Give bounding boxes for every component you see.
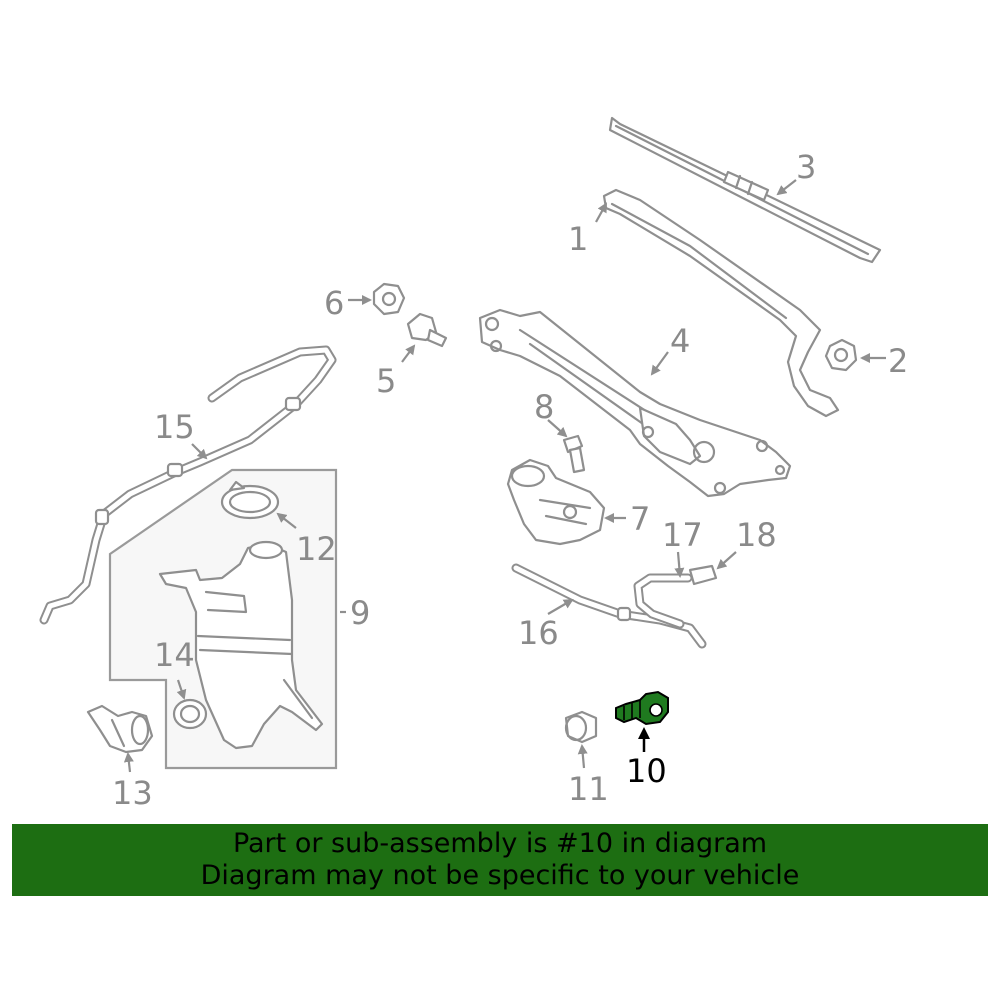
hose-connector-part (688, 564, 718, 586)
callout-17: 17 (662, 516, 703, 554)
leader-11 (577, 744, 588, 769)
wiper-blade-part (608, 116, 882, 264)
reservoir-cap-part (220, 480, 280, 520)
callout-8: 8 (534, 388, 554, 426)
callout-18: 18 (736, 516, 777, 554)
linkage-nut-part (372, 282, 406, 316)
callout-14: 14 (154, 636, 195, 674)
leader-14 (176, 679, 187, 700)
leader-13 (123, 752, 134, 773)
motor-bolt-part (562, 434, 586, 474)
leader-18 (716, 551, 737, 570)
pump-grommet-part (172, 698, 208, 730)
washer-pump-part (86, 704, 154, 754)
leader-8 (547, 419, 568, 438)
leader-16 (547, 598, 574, 615)
nozzle-grommet-part (564, 710, 598, 744)
callout-9: 9 (350, 594, 370, 632)
leader-lines (123, 179, 886, 773)
callout-11: 11 (568, 770, 609, 808)
callout-12: 12 (296, 530, 337, 568)
wiper-arm-part (602, 188, 840, 418)
washer-reservoir-tank (158, 540, 324, 750)
callout-6: 6 (324, 284, 344, 322)
washer-hose-15-part (39, 345, 337, 625)
callout-15: 15 (154, 408, 195, 446)
callout-numbers: 1 2 3 4 5 6 7 8 9 10 11 12 13 14 15 16 1… (112, 148, 908, 812)
leader-3 (776, 179, 797, 196)
leader-17 (674, 551, 685, 578)
callout-10-highlighted: 10 (626, 752, 667, 790)
callout-4: 4 (670, 322, 690, 360)
banner-line-disclaimer: Diagram may not be specific to your vehi… (200, 860, 800, 891)
callout-3: 3 (796, 148, 816, 186)
wiper-linkage-part (478, 308, 792, 498)
info-banner: Part or sub-assembly is #10 in diagram D… (12, 824, 988, 896)
arm-nut-part (824, 338, 858, 372)
washer-hose-16-part (511, 563, 707, 649)
leader-4 (650, 351, 669, 376)
leader-15 (191, 443, 208, 460)
leader-12 (276, 512, 297, 529)
callout-7: 7 (630, 500, 650, 538)
leader-1 (595, 202, 607, 223)
banner-line-part-number: Part or sub-assembly is #10 in diagram (232, 828, 768, 859)
leader-5 (401, 344, 416, 363)
callout-5: 5 (376, 362, 396, 400)
callout-13: 13 (112, 774, 153, 812)
washer-hose-17-part (633, 573, 693, 629)
wiper-motor-part (506, 458, 606, 546)
washer-nozzle-part-highlighted[interactable] (615, 690, 669, 726)
callout-1: 1 (568, 220, 588, 258)
callout-2: 2 (888, 342, 908, 380)
linkage-bolt-part (406, 312, 448, 348)
callout-16: 16 (518, 614, 559, 652)
